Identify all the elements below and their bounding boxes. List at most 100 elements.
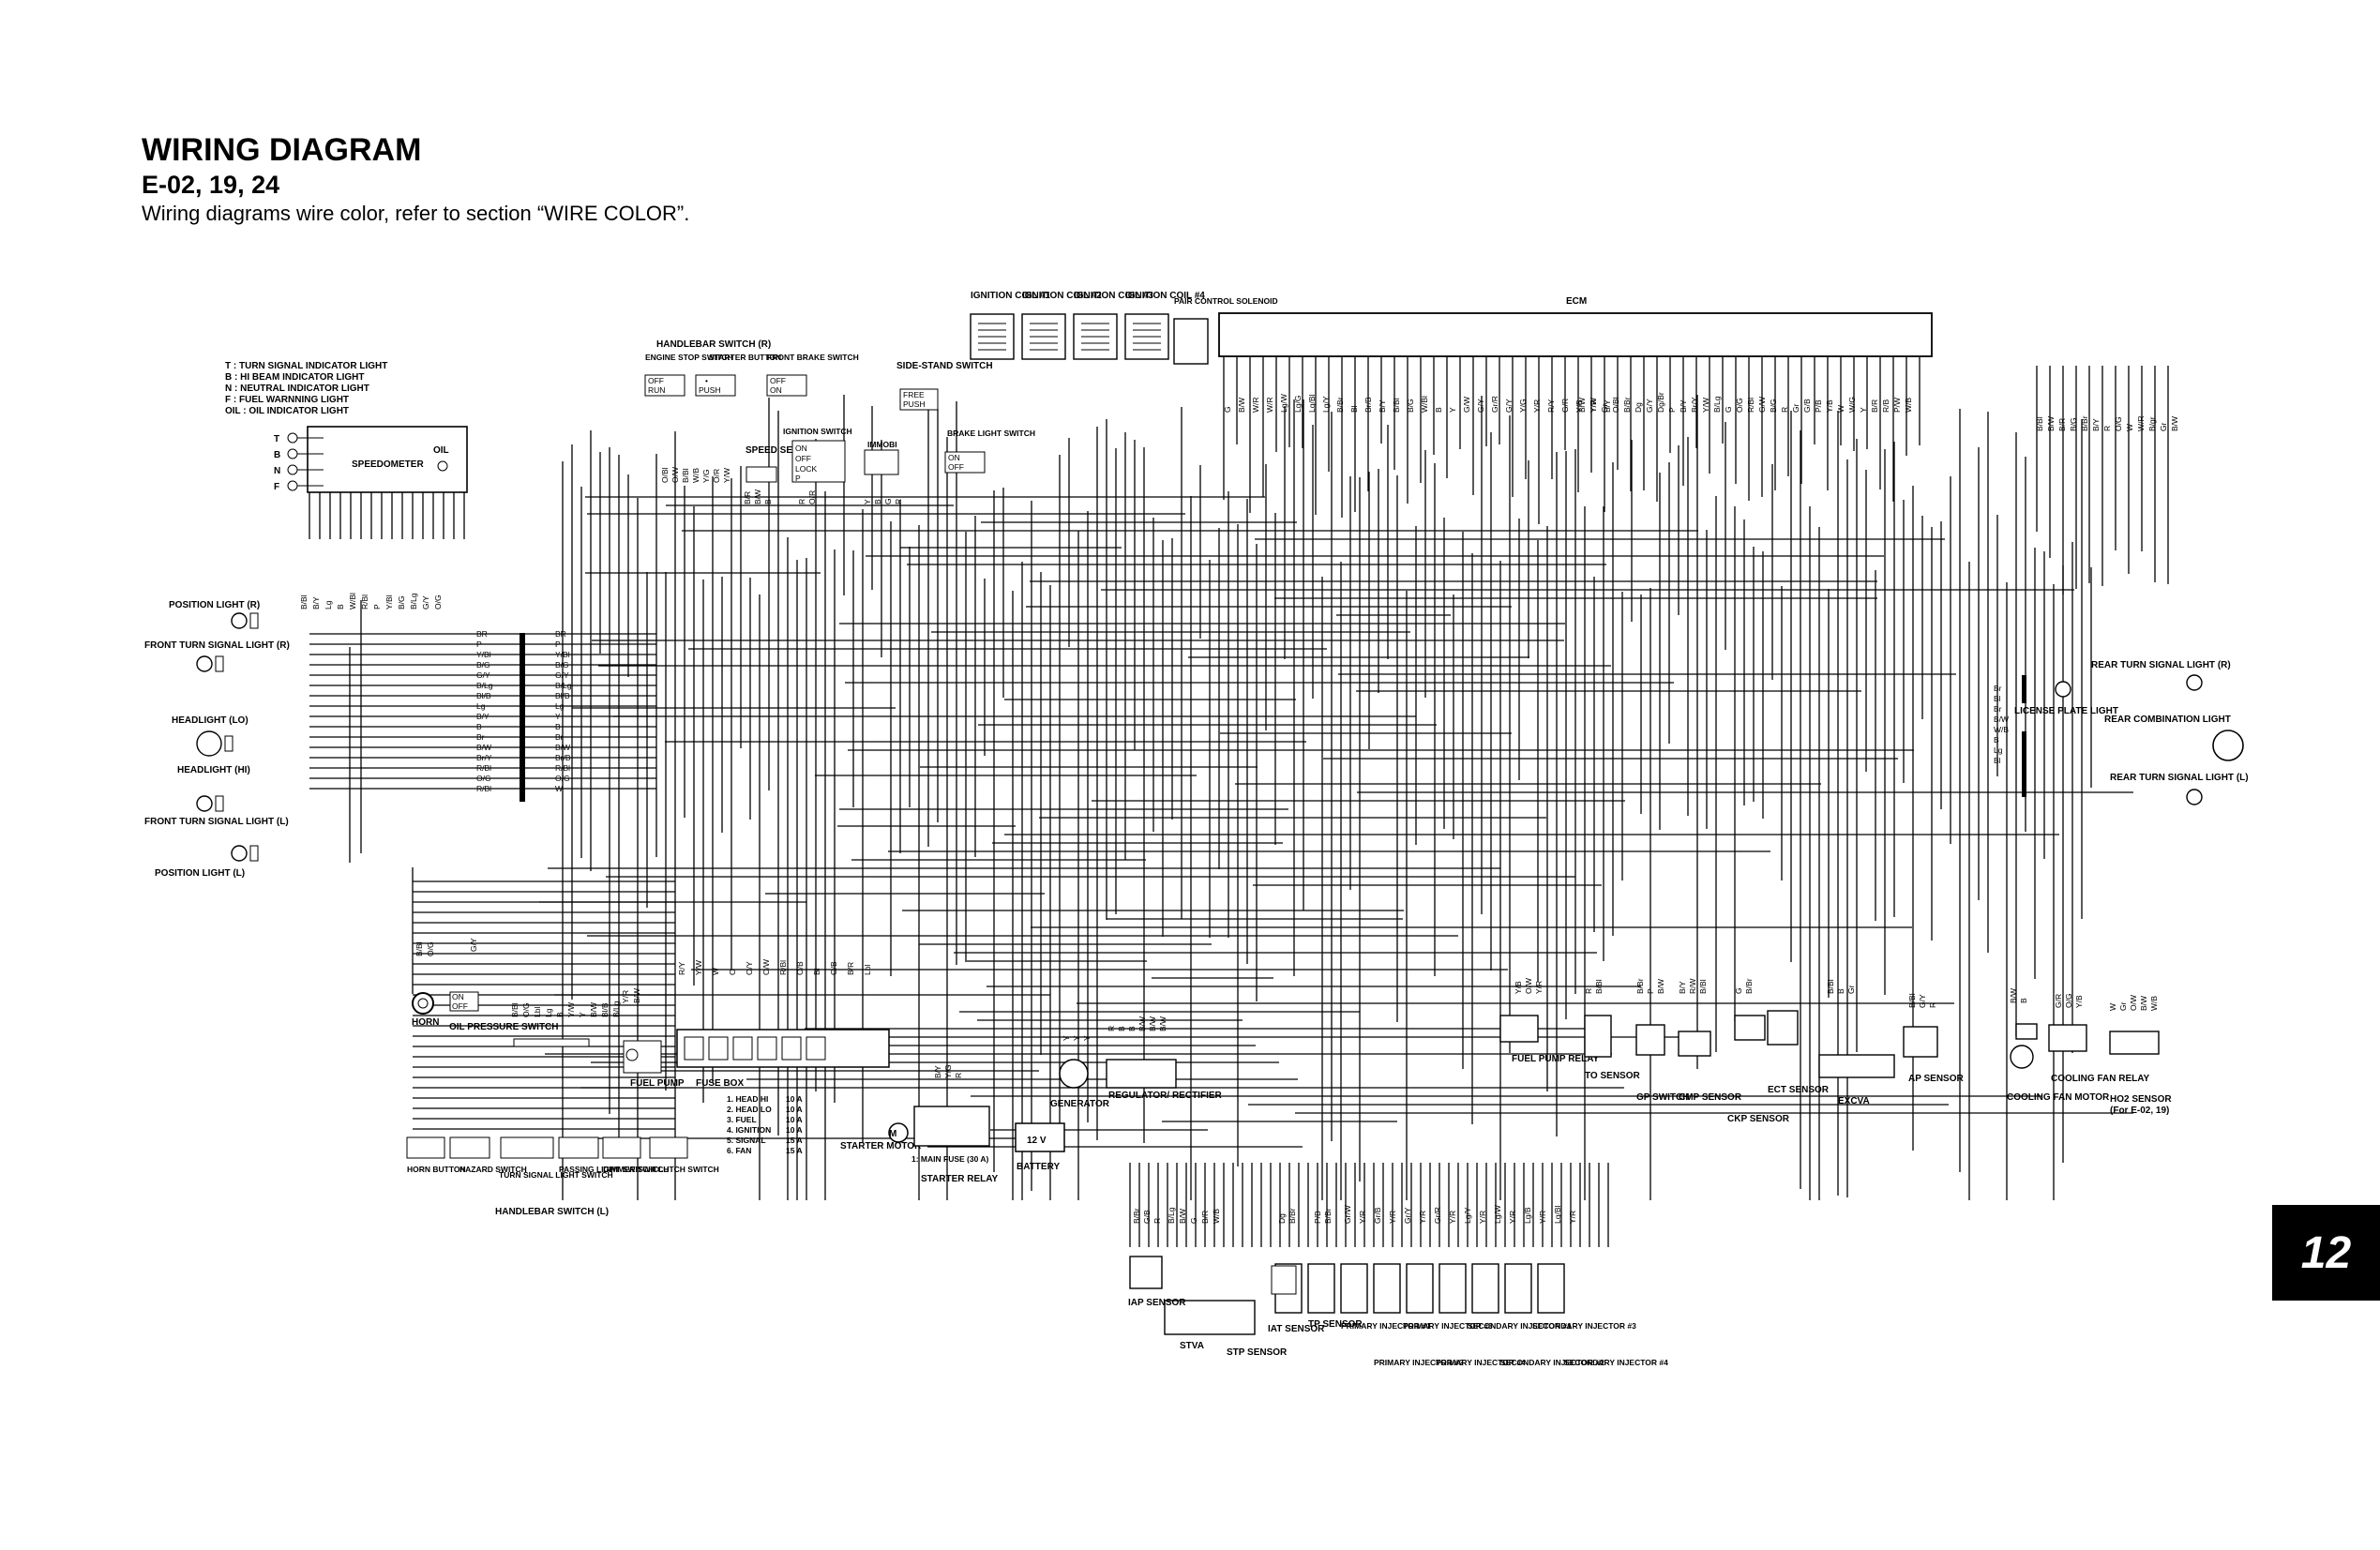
- harness-wire-label: R/Bl: [555, 763, 570, 773]
- injector-label: SECONDARY INJECTOR #4: [1564, 1358, 1668, 1367]
- rear-turn-r-label: REAR TURN SIGNAL LIGHT (R): [2091, 660, 2231, 670]
- ecm-pin-label: B/Y: [1679, 399, 1688, 413]
- connector-wire-label: Y: [863, 499, 872, 504]
- speed-sensor-label: SPEED SENSOR: [746, 445, 821, 456]
- connector-wire-label: B/Bl: [414, 941, 424, 956]
- diagram-title: WIRING DIAGRAM: [142, 132, 422, 168]
- handlebar-l-title: HANDLEBAR SWITCH (L): [495, 1207, 609, 1217]
- connector-wire-label: Y/R: [1538, 1211, 1547, 1224]
- connector-wire-label: P/B: [1313, 1211, 1322, 1224]
- component-label: GP SWITCH: [1636, 1092, 1689, 1103]
- connector-wire-label: W/B: [691, 468, 700, 483]
- connector-wire-label: B/Lg: [611, 1001, 621, 1017]
- harness-wire-label: Bl/B: [555, 691, 570, 700]
- connector-wire-label: B/Bl: [1907, 993, 1917, 1008]
- injector-label: PRIMARY INJECTOR #3: [1403, 1321, 1493, 1331]
- connector-wire-label: Y/G: [701, 469, 711, 483]
- bulb-icon: [231, 845, 248, 862]
- connector-wire-label: B/Bl: [1826, 979, 1835, 994]
- connector-wire-label: Y/R: [1388, 1211, 1397, 1224]
- svg-text:ON: ON: [795, 444, 807, 453]
- injector-label: SECONDARY INJECTOR #1: [1468, 1321, 1572, 1331]
- iap-sensor-label: IAP SENSOR: [1128, 1298, 1186, 1308]
- harness-wire-label: Y/Bl: [476, 650, 491, 659]
- svg-text:OFF: OFF: [795, 454, 811, 463]
- connector-wire-label: Y/R: [1448, 1211, 1457, 1224]
- ecm-pin-label: G/B: [1802, 399, 1812, 413]
- ecm-pin-label: Lg/G: [1293, 396, 1303, 413]
- connector-wire-label: Dg: [1277, 1213, 1287, 1224]
- svg-text:OFF: OFF: [452, 1001, 468, 1011]
- ecm-pin-label: Y/R: [1532, 399, 1542, 413]
- ecm-pin-label: G: [1223, 406, 1232, 413]
- connector-wire-label: B/W: [1137, 1016, 1147, 1031]
- ecm-pin-label: B/Br: [1335, 397, 1345, 413]
- harness-wire-label: Lg: [555, 701, 565, 711]
- connector-wire-label: Y/R: [621, 990, 630, 1003]
- connector-wire-label: Lg: [324, 600, 333, 609]
- fuel-pump-label: FUEL PUMP: [630, 1078, 685, 1089]
- component-label: AP SENSOR: [1908, 1074, 1964, 1084]
- front-harness-left: BRPY/BlB/GG/YB/LgBl/BLgB/YBBrB/WBr/YR/Bl…: [476, 629, 493, 793]
- speedometer-label: SPEEDOMETER: [352, 459, 424, 470]
- ecm-pin-label: W/B: [1904, 398, 1913, 413]
- ecm-pin-label: O/G: [1735, 398, 1744, 413]
- indicator-t: T: [274, 434, 279, 444]
- ecm-pin-label: B/G: [2069, 417, 2078, 431]
- ecm-pin-label: Lg/W: [1279, 394, 1288, 413]
- svg-text:M: M: [889, 1129, 896, 1139]
- connector-wire-label: B: [763, 499, 773, 504]
- indicator-b: B: [274, 450, 280, 460]
- bulb-icon: [196, 730, 222, 757]
- connector-wire-label: O/Bl: [660, 467, 670, 483]
- ecm-pin-label: P/B: [1814, 399, 1823, 413]
- connector-wire-label: P: [1646, 988, 1655, 994]
- harness-wire-label: B/Y: [476, 712, 490, 721]
- ecm-pin-label: Lg/Bl: [1307, 395, 1317, 413]
- position-light-l-label: POSITION LIGHT (L): [155, 868, 245, 879]
- connector-wire-label: B/Bl: [510, 1002, 520, 1017]
- starter-relay-label: STARTER RELAY: [921, 1174, 999, 1184]
- connector-wire-label: B/W: [632, 988, 641, 1003]
- turn-signal-switch-label: TURN SIGNAL LIGHT SWITCH: [499, 1170, 613, 1180]
- connector-wire-label: Lg/Bl: [1553, 1206, 1562, 1224]
- ecm-pin-label: B/Br: [2080, 415, 2089, 431]
- connector-wire-label: B/Bl: [1698, 979, 1708, 994]
- connector-wire-label: O/G: [433, 594, 443, 609]
- connector-wire-label: B: [2019, 998, 2028, 1003]
- ecm-pin-label: Gr/R: [1490, 396, 1499, 413]
- connector-wire-label: B/R: [846, 962, 855, 975]
- svg-text:ON: ON: [948, 453, 960, 462]
- connector-wire-label: G: [883, 498, 893, 504]
- component-label: TO SENSOR: [1585, 1071, 1640, 1081]
- connector-wire-label: Gr/Y: [1403, 1207, 1412, 1224]
- harness-wire-label: Br/Y: [476, 753, 492, 762]
- pair-solenoid-label: PAIR CONTROL SOLENOID: [1174, 296, 1278, 306]
- connector-wire-label: B/W: [1148, 1016, 1157, 1031]
- connector-wire-label: G/R: [2054, 994, 2063, 1008]
- dimmer-switch-label: DIMMER SWITCH: [603, 1165, 669, 1174]
- connector-wire-label: Bl: [812, 968, 821, 975]
- indicator-f: F: [274, 482, 279, 492]
- ecm-pin-label: O/G: [2114, 416, 2123, 431]
- harness-wire-label: B/W: [555, 743, 570, 752]
- harness-wire-label: Y/Bl: [555, 650, 570, 659]
- fuse-name: 1. HEAD HI: [727, 1094, 768, 1104]
- handlebar-switch-r: HANDLEBAR SWITCH (R) ENGINE STOP SWITCH …: [644, 339, 859, 397]
- ecm-pin-label: Y/W: [1589, 398, 1598, 413]
- connector-wire-label: Y/W: [722, 468, 731, 483]
- connector-wire-label: R: [954, 1073, 963, 1078]
- indicator-legend: T : TURN SIGNAL INDICATOR LIGHT B : HI B…: [225, 361, 387, 416]
- battery-label: BATTERY: [1017, 1162, 1060, 1172]
- regulator-label: REGULATOR/ RECTIFIER: [1108, 1091, 1223, 1101]
- ecm-pin-label: R: [1780, 407, 1789, 413]
- rear-combination-label: REAR COMBINATION LIGHT: [2104, 715, 2231, 725]
- ecm-pin-label: P/W: [1892, 398, 1902, 413]
- connector-wire-label: B/W: [1656, 979, 1665, 994]
- harness-wire-label: Br: [555, 732, 564, 742]
- connector-wire-label: O/W: [761, 959, 771, 975]
- harness-wire-label: G/Y: [555, 670, 569, 680]
- svg-text:OFF: OFF: [948, 462, 964, 472]
